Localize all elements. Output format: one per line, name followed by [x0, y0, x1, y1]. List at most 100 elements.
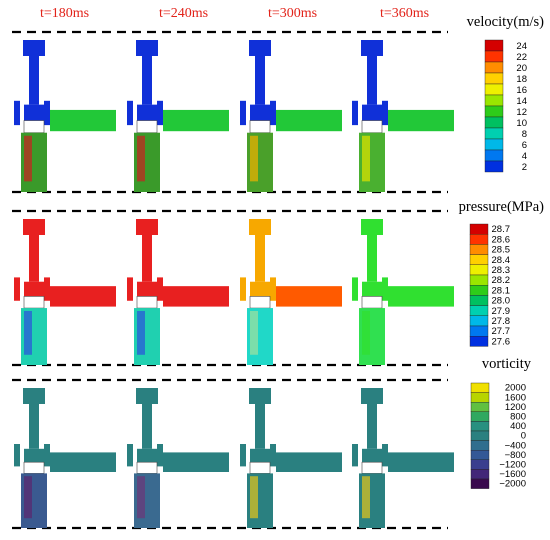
legend-tick-label: 27.6 — [492, 336, 511, 347]
horizontal-pipe — [50, 452, 116, 472]
horizontal-pipe — [388, 286, 454, 307]
flange-right — [157, 100, 163, 126]
outlet-detail — [137, 476, 145, 519]
outlet-detail — [250, 476, 258, 519]
legend-tick-label: 6 — [522, 140, 527, 151]
simulation-panel — [127, 219, 229, 365]
valve-stem — [142, 56, 152, 105]
horizontal-pipe — [276, 452, 342, 472]
simulation-panel — [14, 388, 116, 528]
legend-tick-label: 0 — [521, 431, 526, 442]
legend-tick-label: 27.9 — [492, 306, 511, 317]
flange-left — [240, 444, 246, 467]
simulation-panel — [352, 40, 454, 192]
outlet-detail — [250, 310, 258, 355]
outlet-detail — [24, 310, 32, 355]
legend-tick-label: 28.5 — [492, 245, 511, 256]
legend-swatch — [484, 127, 504, 140]
legend-swatch — [470, 402, 490, 413]
valve-cap — [136, 388, 158, 404]
valve-seat — [23, 120, 45, 134]
legend-swatch — [470, 440, 490, 451]
legend-tick-label: 1600 — [505, 392, 526, 403]
legend-swatch — [469, 295, 489, 306]
legend-tick-label: 800 — [510, 411, 526, 422]
legend-tick-label: −800 — [505, 450, 526, 461]
legend-swatch — [484, 116, 504, 129]
flange-right — [44, 277, 50, 301]
simulation-panel — [14, 219, 116, 365]
outlet-detail — [137, 310, 145, 355]
flange-right — [382, 277, 388, 301]
valve-stem — [29, 56, 39, 105]
legend-swatch — [470, 478, 490, 489]
flange-right — [382, 444, 388, 467]
outlet-detail — [362, 135, 370, 182]
legend-tick-label: 28.1 — [492, 285, 511, 296]
legend-swatch — [469, 325, 489, 337]
legend-swatch — [484, 149, 504, 162]
pressure-legend-title: pressure(MPa) — [459, 199, 545, 215]
valve-cap — [249, 388, 271, 404]
legend-swatch — [469, 264, 489, 276]
valve-cap — [361, 219, 383, 235]
valve-cap — [136, 40, 158, 56]
time-labels: t=180ms t=240ms t=300ms t=360ms — [40, 6, 429, 21]
flange-left — [127, 444, 133, 467]
horizontal-pipe — [388, 109, 454, 132]
velocity-legend-title: velocity(m/s) — [467, 14, 544, 30]
valve-cap — [361, 40, 383, 56]
horizontal-pipe — [163, 452, 229, 472]
legend-swatch — [484, 83, 504, 96]
legend-swatch — [470, 421, 490, 432]
legend-tick-label: 8 — [522, 129, 527, 140]
flange-right — [270, 444, 276, 467]
legend-tick-label: 16 — [516, 85, 527, 96]
simulation-panel — [352, 219, 454, 365]
flange-left — [127, 100, 133, 126]
legend-tick-label: 2 — [522, 162, 527, 173]
legend-tick-label: −400 — [505, 440, 526, 451]
legend-swatch — [484, 39, 504, 52]
valve-stem — [367, 404, 377, 449]
simulation-panel — [240, 219, 342, 365]
legend-swatch — [484, 72, 504, 85]
valve-stem — [255, 404, 265, 449]
valve-seat — [249, 296, 271, 309]
legend-tick-label: 28.4 — [492, 255, 511, 266]
horizontal-pipe — [276, 109, 342, 132]
time-label-3: t=300ms — [268, 6, 317, 21]
legend-tick-label: 28.6 — [492, 234, 511, 245]
flange-right — [270, 100, 276, 126]
valve-cap — [23, 40, 45, 56]
flange-left — [240, 277, 246, 301]
legend-swatch — [470, 459, 490, 470]
legend-swatch — [469, 315, 489, 327]
valve-cap — [136, 219, 158, 235]
vorticity-legend-title: vorticity — [482, 356, 532, 372]
valve-cap — [249, 219, 271, 235]
valve-stem — [142, 404, 152, 449]
outlet-detail — [362, 310, 370, 355]
time-label-4: t=360ms — [380, 6, 429, 21]
valve-stem — [367, 56, 377, 105]
legend-swatch — [484, 138, 504, 151]
flange-right — [382, 100, 388, 126]
flange-left — [352, 100, 358, 126]
legend-tick-label: 4 — [522, 151, 527, 162]
legend-swatch — [469, 244, 489, 255]
valve-cap — [361, 388, 383, 404]
legend-swatch — [470, 392, 490, 403]
legend-swatch — [469, 254, 489, 266]
outlet-detail — [137, 135, 145, 182]
flange-left — [14, 444, 20, 467]
flange-right — [157, 444, 163, 467]
legend-swatch — [470, 382, 490, 393]
flange-right — [270, 277, 276, 301]
flange-left — [240, 100, 246, 126]
legend-tick-label: 27.8 — [492, 316, 511, 327]
valve-stem — [29, 404, 39, 449]
